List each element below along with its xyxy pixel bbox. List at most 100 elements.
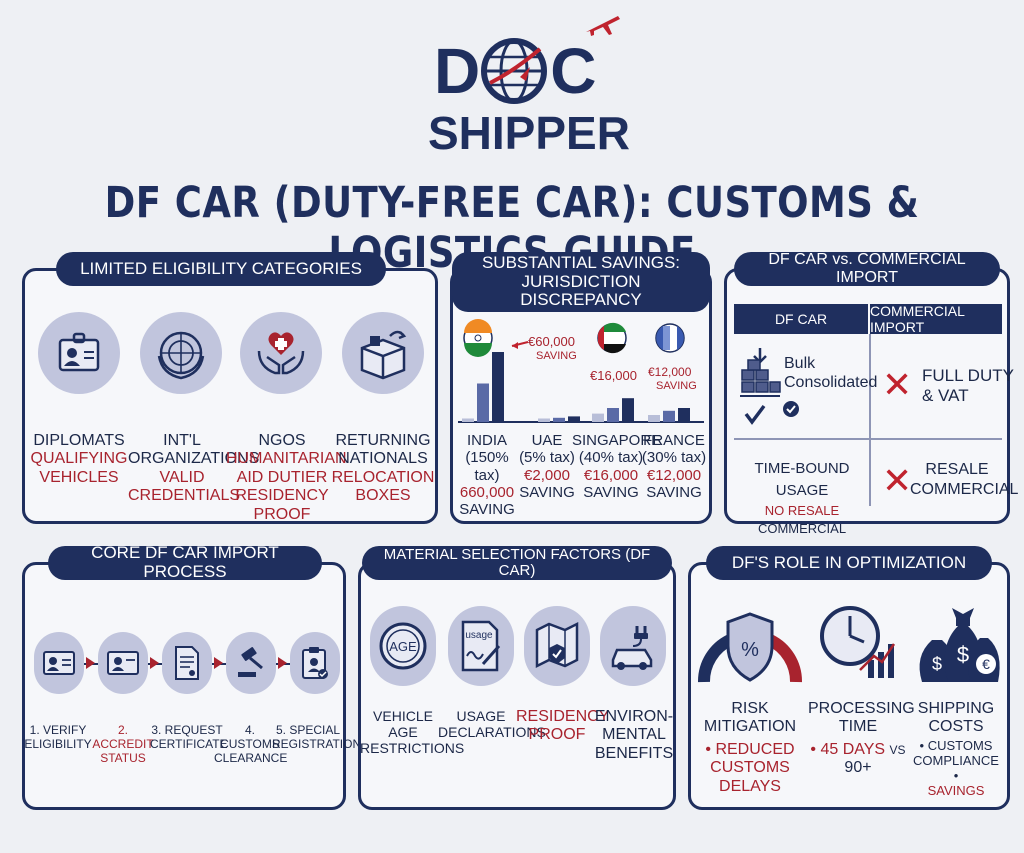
docshipper-logo: D C SHIPPER: [420, 10, 630, 160]
savings-title: SUBSTANTIAL SAVINGS: JURISDICTION DISCRE…: [452, 252, 710, 312]
savings-bar-2-0: [592, 413, 604, 422]
savings-bar-3-1: [663, 410, 675, 422]
comparison-title: DF CAR vs. COMMERCIAL IMPORT: [734, 251, 1000, 286]
savings-bar-3-0: [648, 415, 660, 422]
callout-singapore-amount: €16,000: [590, 368, 637, 383]
logo-shipper: SHIPPER: [428, 107, 630, 159]
process-step-5-label: 5. SPECIAL REGISTRATION: [272, 723, 362, 751]
resale-commercial-text: RESALE COMMERCIAL: [910, 461, 1019, 498]
callout-france-amount: €12,000: [648, 365, 692, 379]
eligibility-label-intl-orgs: INT'L ORGANIZATIONS VALID CREDENTIALS: [128, 432, 260, 505]
residency-map-icon: [535, 621, 579, 669]
material-icon-residency: [524, 606, 590, 686]
callout-france-label: SAVING: [656, 380, 697, 392]
age-gauge-icon: AGE: [379, 622, 427, 670]
process-step-2-icon: [98, 632, 148, 694]
globe-icon: [481, 38, 548, 104]
material-icon-age: AGE: [370, 606, 436, 686]
svg-text:$: $: [932, 654, 942, 674]
eligibility-label-ngos: NGOS HUMANITARIAN AID DUTIER RESIDENCY P…: [226, 432, 347, 523]
material-label-residency: RESIDENCY PROOF: [516, 708, 610, 744]
comparison-vertical-divider: [869, 334, 871, 506]
callout-india-amount: €60,000: [528, 334, 575, 349]
svg-text:AGE: AGE: [389, 639, 417, 654]
heart-hands-icon: [257, 332, 305, 375]
electric-car-icon: [611, 626, 653, 670]
material-icon-usage: usage: [448, 606, 514, 686]
material-label-age: VEHICLE AGE RESTRICTIONS: [360, 708, 465, 757]
callout-india-label: SAVING: [536, 350, 577, 362]
clipboard-check-icon: [302, 647, 328, 679]
france-flag-icon: [655, 323, 685, 353]
savings-bar-1-2: [568, 416, 580, 422]
risk-mitigation-label: RISK MITIGATION • REDUCED CUSTOMS DELAYS: [703, 700, 797, 795]
savings-bar-0-1: [477, 383, 489, 422]
id-card-icon: [43, 651, 75, 675]
process-step-1-label: 1. VERIFY ELIGIBILITY: [24, 723, 92, 751]
role-panel: [688, 562, 1010, 810]
process-step-1-icon: [34, 632, 84, 694]
certificate-icon: [175, 646, 199, 680]
shipping-costs-label: SHIPPING COSTS • CUSTOMS COMPLIANCE • SA…: [913, 700, 999, 798]
process-step-3-label: 3. REQUEST CERTIFICATE: [150, 723, 228, 751]
country-india: INDIA (150% tax) 660,000 SAVING: [459, 432, 515, 518]
eligibility-label-diplomats: DIPLOMATS QUALIFYING VEHICLES: [30, 432, 128, 486]
savings-bar-2-1: [607, 408, 619, 422]
comparison-col-dfcar: DF CAR: [734, 304, 868, 334]
savings-bar-1-1: [553, 417, 565, 422]
processing-time-label: PROCESSING TIME • 45 DAYS VS 90+: [808, 700, 915, 777]
usage-document-icon: usage: [461, 620, 501, 672]
money-bags-icon: $ $ €: [919, 608, 1000, 682]
time-bound-text: TIME-BOUND USAGE NO RESALE COMMERCIAL: [754, 460, 850, 537]
clock-chart-icon: [820, 606, 896, 678]
bulk-consolidated-text: Bulk Consolidated: [784, 355, 878, 392]
material-panel: [358, 562, 676, 810]
savings-bar-2-2: [622, 398, 634, 422]
comparison-row-divider: [734, 438, 1002, 440]
x-mark-icon: ✕: [882, 364, 913, 405]
india-flag-icon: [463, 319, 493, 357]
relocation-box-icon: [360, 330, 407, 380]
eligibility-label-returning: RETURNING NATIONALS RELOCATION BOXES: [331, 432, 435, 505]
logo-letter-d: D: [434, 35, 480, 107]
x-mark-icon: ✕: [882, 460, 913, 501]
process-step-2-label: 2. ACCREDIT STATUS: [92, 723, 154, 765]
id-badge-icon: [58, 332, 100, 372]
gavel-icon: [238, 647, 263, 677]
accreditation-card-icon: [107, 651, 139, 675]
eligibility-panel: [22, 268, 438, 524]
step-arrow-icon: [150, 657, 159, 669]
svg-text:usage: usage: [465, 630, 493, 641]
process-step-3-icon: [162, 632, 212, 694]
airplane-icon: [586, 16, 620, 36]
savings-bar-0-0: [462, 418, 474, 422]
eligibility-icon-returning: [342, 312, 424, 394]
eligibility-icon-diplomats: [38, 312, 120, 394]
svg-text:$: $: [957, 642, 969, 667]
uae-flag-icon: [597, 322, 627, 354]
savings-bar-1-0: [538, 418, 550, 422]
savings-bar-0-2: [492, 352, 504, 422]
eligibility-icon-intl-orgs: [140, 312, 222, 394]
material-title: MATERIAL SELECTION FACTORS (DF CAR): [362, 546, 672, 580]
process-step-4-label: 4. CUSTOMS CLEARANCE: [214, 723, 288, 765]
savings-bar-3-2: [678, 408, 690, 422]
svg-text:€: €: [982, 656, 990, 672]
country-france: FRANCE (30% tax) €12,000 SAVING: [641, 432, 707, 501]
eligibility-title: LIMITED ELIGIBILITY CATEGORIES: [56, 252, 386, 286]
risk-gauge-icon: %: [697, 612, 803, 683]
material-label-environment: ENVIRON- MENTAL BENEFITS: [594, 708, 674, 762]
material-label-usage: USAGE DECLARATIONS: [438, 708, 546, 741]
process-step-5-icon: [290, 632, 340, 694]
country-uae: UAE (5% tax) €2,000 SAVING: [519, 432, 575, 501]
savings-chart: €60,000 SAVING €16,000 €12,000 SAVING: [458, 319, 704, 423]
step-arrow-icon: [86, 657, 95, 669]
eligibility-icon-ngos: [240, 312, 322, 394]
svg-text:%: %: [741, 639, 759, 661]
process-title: CORE DF CAR IMPORT PROCESS: [48, 543, 322, 581]
step-arrow-icon: [214, 657, 223, 669]
bulk-boxes-icon: [740, 348, 781, 425]
logo-letter-c: C: [550, 35, 596, 107]
full-duty-text: FULL DUTY & VAT: [922, 366, 1014, 405]
comparison-col-commercial: COMMERCIAL IMPORT: [870, 303, 1002, 335]
